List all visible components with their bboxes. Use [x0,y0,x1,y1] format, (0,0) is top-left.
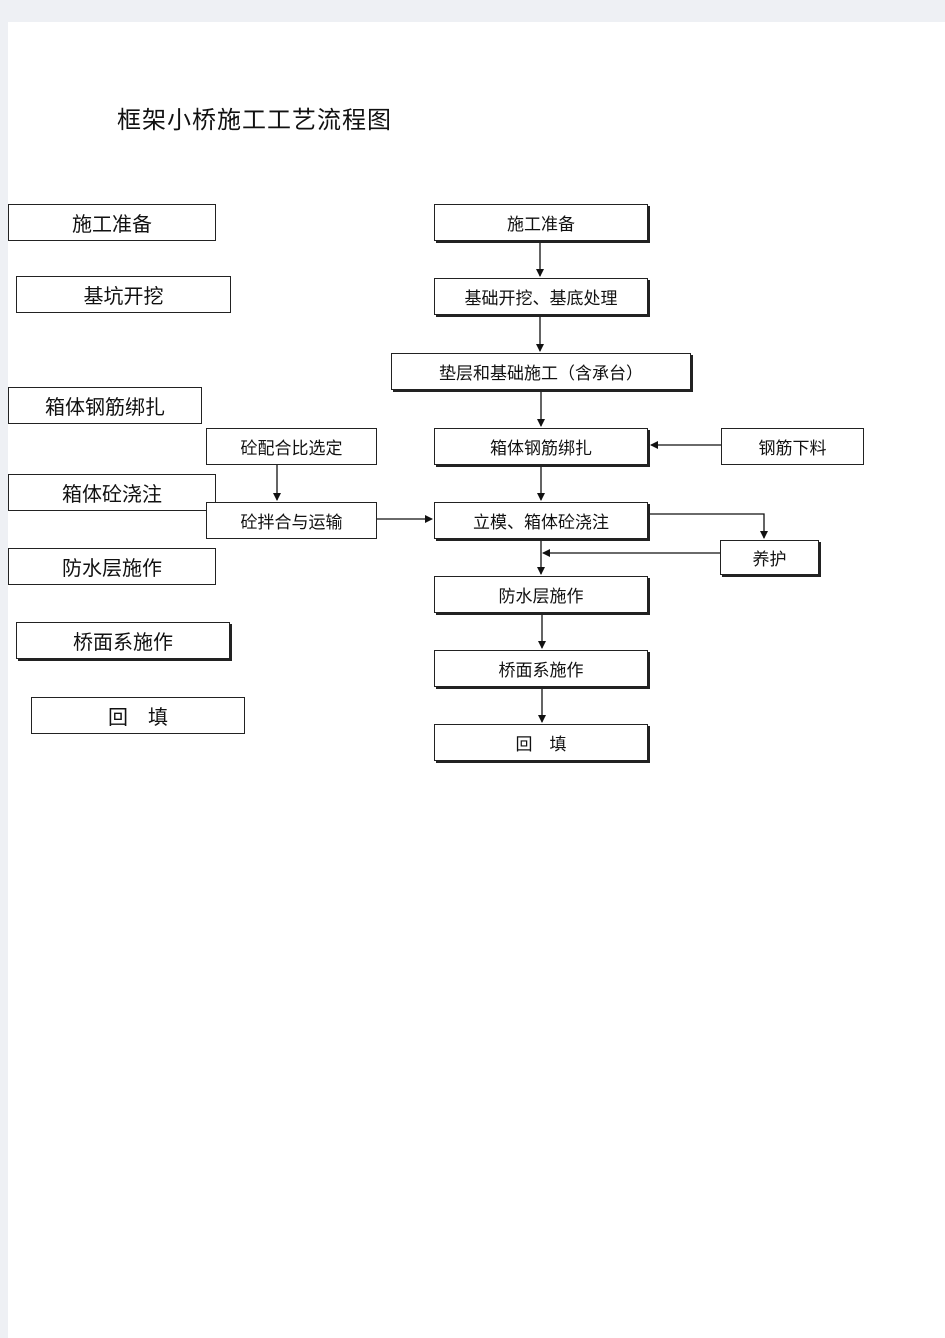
flow-step-waterproof: 防水层施作 [434,576,648,613]
left-item-waterproof: 防水层施作 [8,548,216,585]
flow-step-excavation: 基础开挖、基底处理 [434,278,648,315]
left-item-prep: 施工准备 [8,204,216,241]
flow-step-deck: 桥面系施作 [434,650,648,687]
flow-step-prep: 施工准备 [434,204,648,241]
side-step-curing: 养护 [720,540,819,575]
left-item-deck: 桥面系施作 [16,622,230,659]
flow-step-formwork-pour: 立模、箱体砼浇注 [434,502,648,539]
left-item-excavation: 基坑开挖 [16,276,231,313]
flow-step-rebar-binding: 箱体钢筋绑扎 [434,428,648,465]
page-title: 框架小桥施工工艺流程图 [117,106,392,134]
flow-step-cushion: 垫层和基础施工（含承台） [391,353,691,390]
flow-step-backfill: 回 填 [434,724,648,761]
side-step-rebar-cutting: 钢筋下料 [721,428,864,465]
left-item-pour: 箱体砼浇注 [8,474,216,511]
side-step-mix-transport: 砼拌合与运输 [206,502,377,539]
side-step-mix-design: 砼配合比选定 [206,428,377,465]
left-item-backfill: 回 填 [31,697,245,734]
left-item-rebar: 箱体钢筋绑扎 [8,387,202,424]
